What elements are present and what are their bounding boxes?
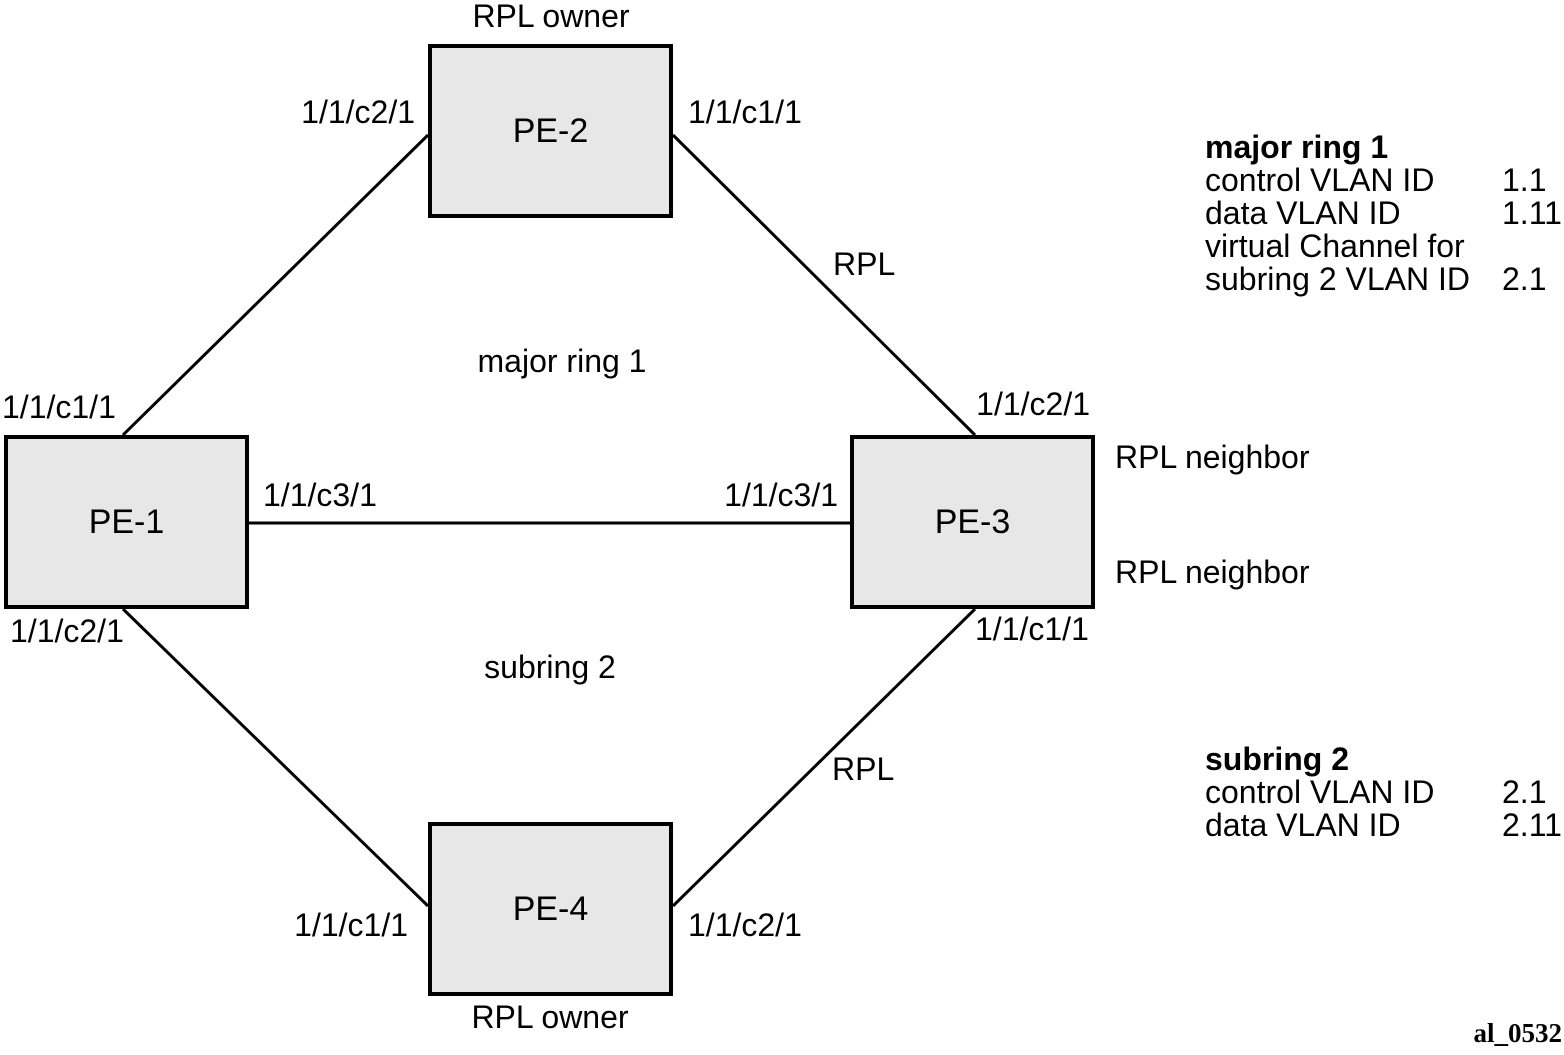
info-row: data VLAN ID 2.11 [1205,809,1564,842]
info-row: control VLAN ID 2.1 [1205,776,1564,809]
info-row-value: 2.1 [1502,261,1547,297]
port-pe3-left: 1/1/c3/1 [724,477,838,513]
info-row: data VLAN ID 1.11 [1205,197,1564,230]
info-row: control VLAN ID 1.1 [1205,164,1564,197]
node-pe3: PE-3 [850,435,1095,609]
major-ring-1-label: major ring 1 [477,343,647,379]
info-block-subring-2: subring 2 control VLAN ID 2.1 data VLAN … [1205,743,1564,842]
info-row: virtual Channel for [1205,230,1564,263]
rpl-owner-label-top: RPL owner [472,0,630,34]
port-pe1-top: 1/1/c1/1 [2,389,116,425]
node-pe1: PE-1 [4,435,249,609]
port-pe2-left: 1/1/c2/1 [301,94,415,130]
link-pe1-pe4 [121,607,430,908]
info-major-ring-title: major ring 1 [1205,129,1389,165]
rpl-owner-label-bottom: RPL owner [471,999,629,1035]
info-row-label: control VLAN ID [1205,162,1435,198]
link-pe2-pe3-rpl [671,133,977,437]
rpl-link-label-major: RPL [833,246,896,282]
info-row-value: 1.11 [1502,195,1562,231]
info-row-label: data VLAN ID [1205,807,1401,843]
node-pe4: PE-4 [428,822,673,996]
info-row-label: subring 2 VLAN ID [1205,261,1471,297]
node-pe3-label: PE-3 [934,502,1011,541]
info-row: subring 2 VLAN ID 2.1 [1205,263,1564,296]
link-pe4-pe3-rpl [671,607,977,908]
node-pe4-label: PE-4 [512,889,589,928]
rpl-neighbor-label-top: RPL neighbor [1115,439,1310,475]
node-pe2: PE-2 [428,44,673,218]
figure-id: al_0532 [1473,1018,1562,1048]
rpl-link-label-subring: RPL [832,751,895,787]
info-row-label: control VLAN ID [1205,774,1435,810]
port-pe1-right: 1/1/c3/1 [263,477,377,513]
info-row-value: 2.11 [1502,807,1562,843]
info-row-label: virtual Channel for [1205,228,1465,264]
port-pe2-right: 1/1/c1/1 [688,94,802,130]
node-pe1-label: PE-1 [88,502,165,541]
port-pe4-left: 1/1/c1/1 [294,907,408,943]
link-pe2-pe1 [121,133,430,437]
port-pe3-top: 1/1/c2/1 [976,386,1090,422]
rpl-neighbor-label-bottom: RPL neighbor [1115,554,1310,590]
info-row-label: data VLAN ID [1205,195,1401,231]
subring-2-label: subring 2 [484,649,616,685]
port-pe4-right: 1/1/c2/1 [688,907,802,943]
node-pe2-label: PE-2 [512,111,589,150]
info-subring-title: subring 2 [1205,741,1350,777]
port-pe1-bottom: 1/1/c2/1 [10,613,124,649]
info-row-value: 1.1 [1502,162,1547,198]
port-pe3-bottom: 1/1/c1/1 [975,611,1089,647]
info-block-major-ring-1: major ring 1 control VLAN ID 1.1 data VL… [1205,131,1564,296]
info-row-value: 2.1 [1502,774,1547,810]
